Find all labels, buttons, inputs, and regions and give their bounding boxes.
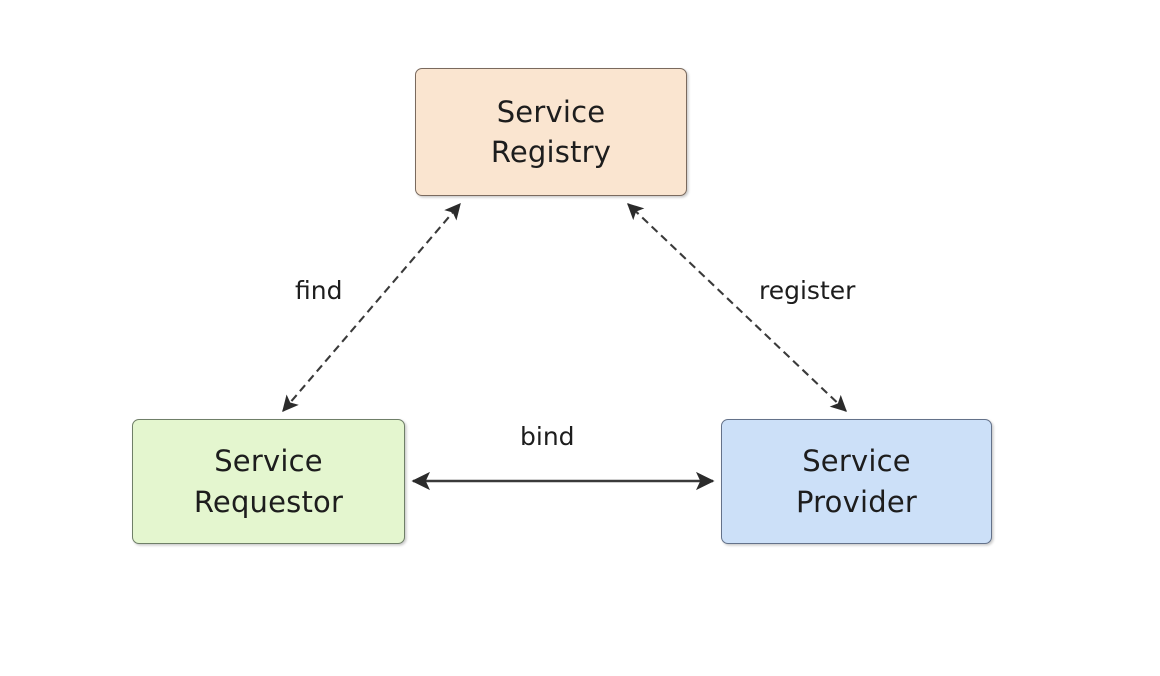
edge-label-find: find	[288, 275, 350, 306]
node-registry-label-line1: Service	[496, 94, 606, 129]
node-provider-label-line2: Provider	[796, 484, 917, 519]
node-registry-label-line2: Registry	[490, 135, 612, 169]
node-requestor-label-line2: Requestor	[193, 484, 344, 519]
edge-label-register: register	[752, 275, 863, 306]
node-service-provider[interactable]: Service Provider	[721, 419, 992, 544]
node-requestor-label-line1: Service	[214, 444, 323, 479]
node-provider-label-line1: Service	[802, 444, 911, 479]
node-service-requestor[interactable]: Service Requestor	[132, 419, 405, 544]
edge-label-bind: bind	[513, 421, 582, 452]
node-service-registry[interactable]: Service Registry	[415, 68, 687, 196]
edge-find[interactable]	[282, 202, 461, 413]
edge-register[interactable]	[627, 203, 847, 412]
